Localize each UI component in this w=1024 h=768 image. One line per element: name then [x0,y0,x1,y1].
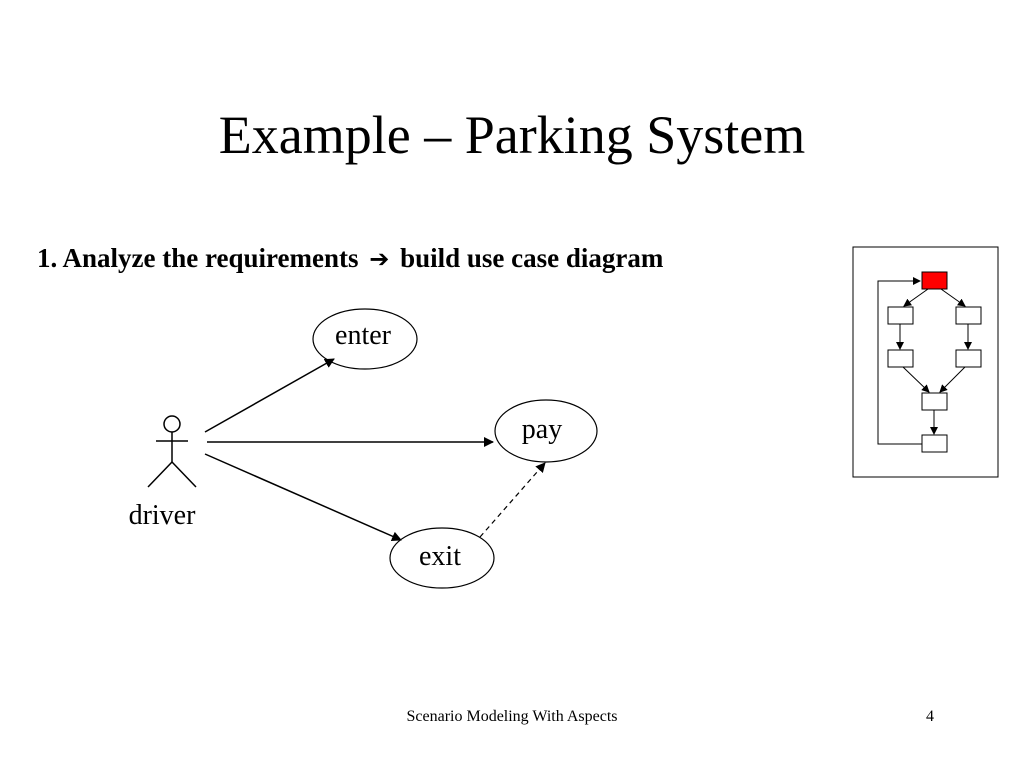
page-number: 4 [926,708,934,725]
step-prefix: 1. Analyze the requirements [37,243,359,273]
association-driver-exit [204,453,402,541]
use-case-exit-label: exit [419,541,461,572]
driver-actor [147,415,197,488]
use-case-pay: pay [494,399,598,463]
thumbnail-step [955,349,982,368]
thumbnail-step [955,306,982,325]
process-thumbnail [852,246,999,478]
thumbnail-step [887,349,914,368]
use-case-exit: exit [389,527,495,589]
use-case-enter-label: enter [335,320,392,351]
footer-text: Scenario Modeling With Aspects [406,708,618,725]
thumbnail-step [921,434,948,453]
actor-label: driver [129,500,197,531]
step-suffix: build use case diagram [400,243,664,273]
association-driver-enter [204,358,335,433]
dependency-exit-pay [479,462,546,538]
step-heading: 1. Analyze the requirements ➔ build use … [37,240,663,277]
use-case-enter: enter [312,308,418,370]
thumbnail-step [921,392,948,411]
right-arrow-icon: ➔ [369,245,390,273]
thumbnail-step-highlighted [921,271,948,290]
thumbnail-step [887,306,914,325]
actor-right-leg [171,461,197,488]
actor-head [163,415,181,433]
actor-left-leg [147,461,173,488]
use-case-pay-label: pay [522,414,562,445]
slide-title: Example – Parking System [218,105,806,165]
